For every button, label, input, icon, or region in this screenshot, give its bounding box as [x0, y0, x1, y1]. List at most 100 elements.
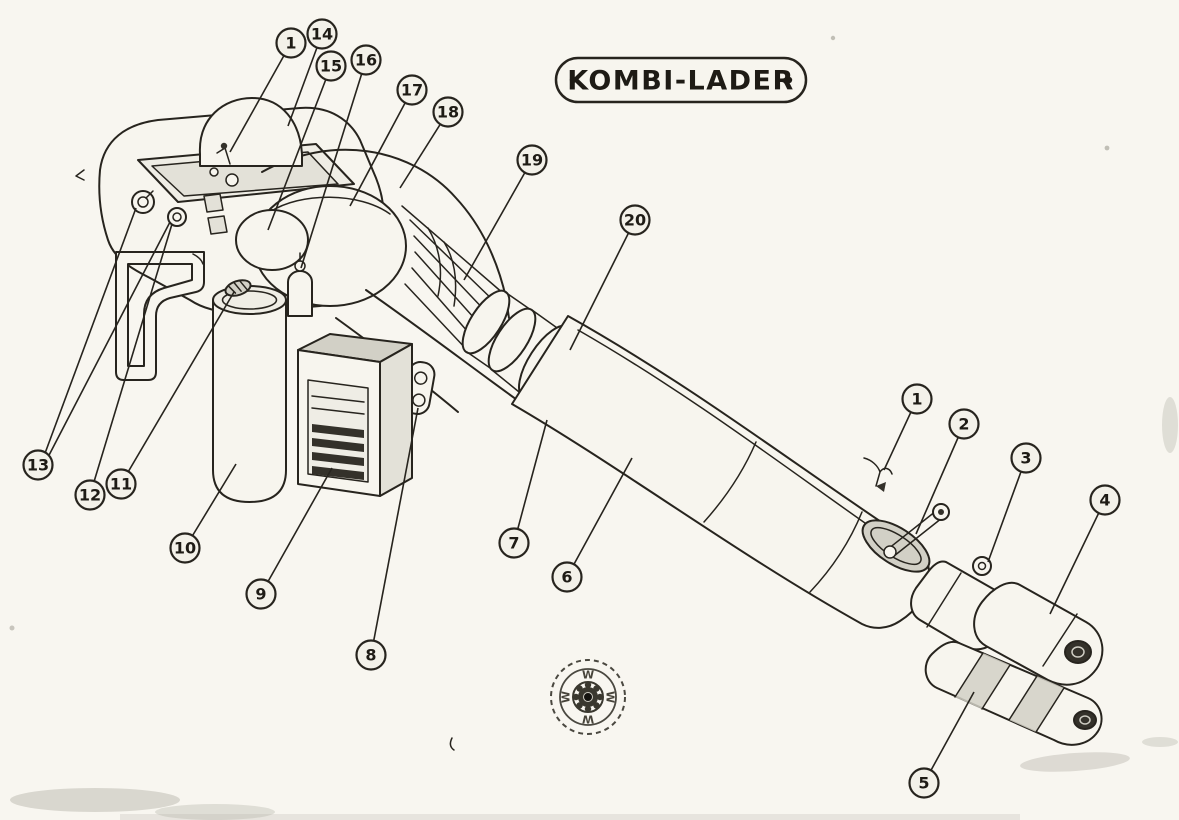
breech-assembly: [861, 503, 950, 573]
hatch-knurling: [228, 280, 248, 294]
dome-highlight-line: [269, 196, 391, 215]
speck: [830, 35, 836, 41]
muzzle-bore-ring: [1071, 646, 1085, 658]
callout-5: 5: [908, 767, 940, 799]
callout-7: 7: [498, 527, 530, 559]
callout-1-right: 1: [901, 383, 933, 415]
callout-circle: [315, 50, 347, 82]
callout-number: 10: [174, 539, 196, 558]
leader-line: [300, 59, 367, 269]
vent-slat: [312, 466, 364, 480]
callout-14: 14: [306, 18, 338, 50]
vent-box: [297, 333, 413, 497]
smudge: [1020, 752, 1130, 772]
antenna-tip: [220, 142, 228, 150]
mid-dome: [235, 209, 309, 271]
callout-number: 4: [1099, 491, 1110, 510]
callout-number: 3: [1020, 449, 1031, 468]
leader-line: [184, 463, 237, 549]
title-dot-left: [569, 76, 577, 84]
callout-13: 13: [22, 449, 54, 481]
ribbed-tube-band: [955, 653, 1010, 709]
callout-circle: [619, 204, 651, 236]
callout-8: 8: [355, 639, 387, 671]
cone-tube-line: [413, 235, 491, 317]
muzzle-bore: [1064, 640, 1092, 664]
leader-line: [987, 457, 1027, 563]
speck: [1104, 145, 1110, 151]
callout-15: 15: [315, 50, 347, 82]
callout-20: 20: [619, 204, 651, 236]
callout-circle: [498, 527, 530, 559]
callout-number: 9: [255, 585, 266, 604]
neck-top-line: [365, 289, 521, 403]
tank-body: [212, 299, 287, 503]
callout-circle: [169, 532, 201, 564]
callout-circle: [908, 767, 940, 799]
interior-pin: [225, 173, 239, 187]
callout-circle: [355, 639, 387, 671]
vent-slat: [312, 452, 364, 466]
ribbed-tube-ribs: [954, 652, 1065, 733]
ribbed-tube-shell: [924, 640, 1103, 746]
stamp-letter-top: W: [582, 669, 594, 682]
callout-number: 1: [285, 34, 296, 53]
vent-slat: [312, 438, 364, 452]
smudge-mark: [75, 169, 85, 181]
pistol-grip: [115, 251, 205, 381]
barrel-seam: [703, 441, 757, 523]
antenna-nub: [216, 142, 231, 165]
stamp-petal: [584, 705, 592, 713]
stamp-center-dot: [583, 692, 593, 702]
vent-panel-lines: [311, 395, 365, 415]
title-badge: KOMBI-LADER: [554, 56, 808, 104]
page-title: KOMBI-LADER: [567, 66, 795, 97]
coupler-seam: [926, 572, 962, 628]
smudge: [1142, 737, 1178, 747]
lever-hinge: [883, 545, 897, 559]
stamp-rosette: [572, 681, 604, 713]
ribbed-tube: [924, 640, 1103, 746]
interior-latch: [203, 193, 224, 213]
bracket-hole: [413, 371, 428, 385]
callout-number: 5: [918, 774, 929, 793]
knob-3-inner: [977, 561, 987, 571]
leader-line: [120, 291, 235, 485]
barrel-ridge-line: [577, 329, 899, 547]
wire: [863, 457, 893, 487]
callout-number: 19: [521, 151, 543, 170]
callout-2: 2: [948, 408, 980, 440]
callout-number: 1: [911, 390, 922, 409]
callout-circle: [516, 144, 548, 176]
callout-number: 2: [958, 415, 969, 434]
stamp-petal: [593, 685, 600, 692]
callout-circle: [306, 18, 338, 50]
callout-circle: [948, 408, 980, 440]
leader-line: [267, 65, 332, 231]
outer-shell-arc: [261, 148, 510, 319]
smudge: [120, 814, 1020, 820]
callout-number: 14: [311, 25, 333, 44]
callout-circle: [74, 479, 106, 511]
callout-number: 6: [561, 568, 572, 587]
interior-pin: [209, 167, 219, 177]
stamp-petal: [572, 693, 580, 701]
lever-handle-dot: [938, 509, 944, 515]
callout-number: 15: [320, 57, 342, 76]
callout-circle: [551, 561, 583, 593]
callout-number: 13: [27, 456, 49, 475]
cone-tube-line: [409, 219, 498, 305]
callout-18: 18: [432, 96, 464, 128]
stamp-letter-right: W: [604, 691, 617, 703]
callout-circle: [396, 74, 428, 106]
callout-circle: [350, 44, 382, 76]
knob-large-inner: [137, 196, 149, 208]
smudge: [155, 804, 275, 820]
leader-line: [566, 457, 633, 578]
callout-number: 11: [110, 475, 132, 494]
leader-line: [229, 42, 292, 153]
vent-slat: [312, 424, 364, 438]
callout-10: 10: [169, 532, 201, 564]
